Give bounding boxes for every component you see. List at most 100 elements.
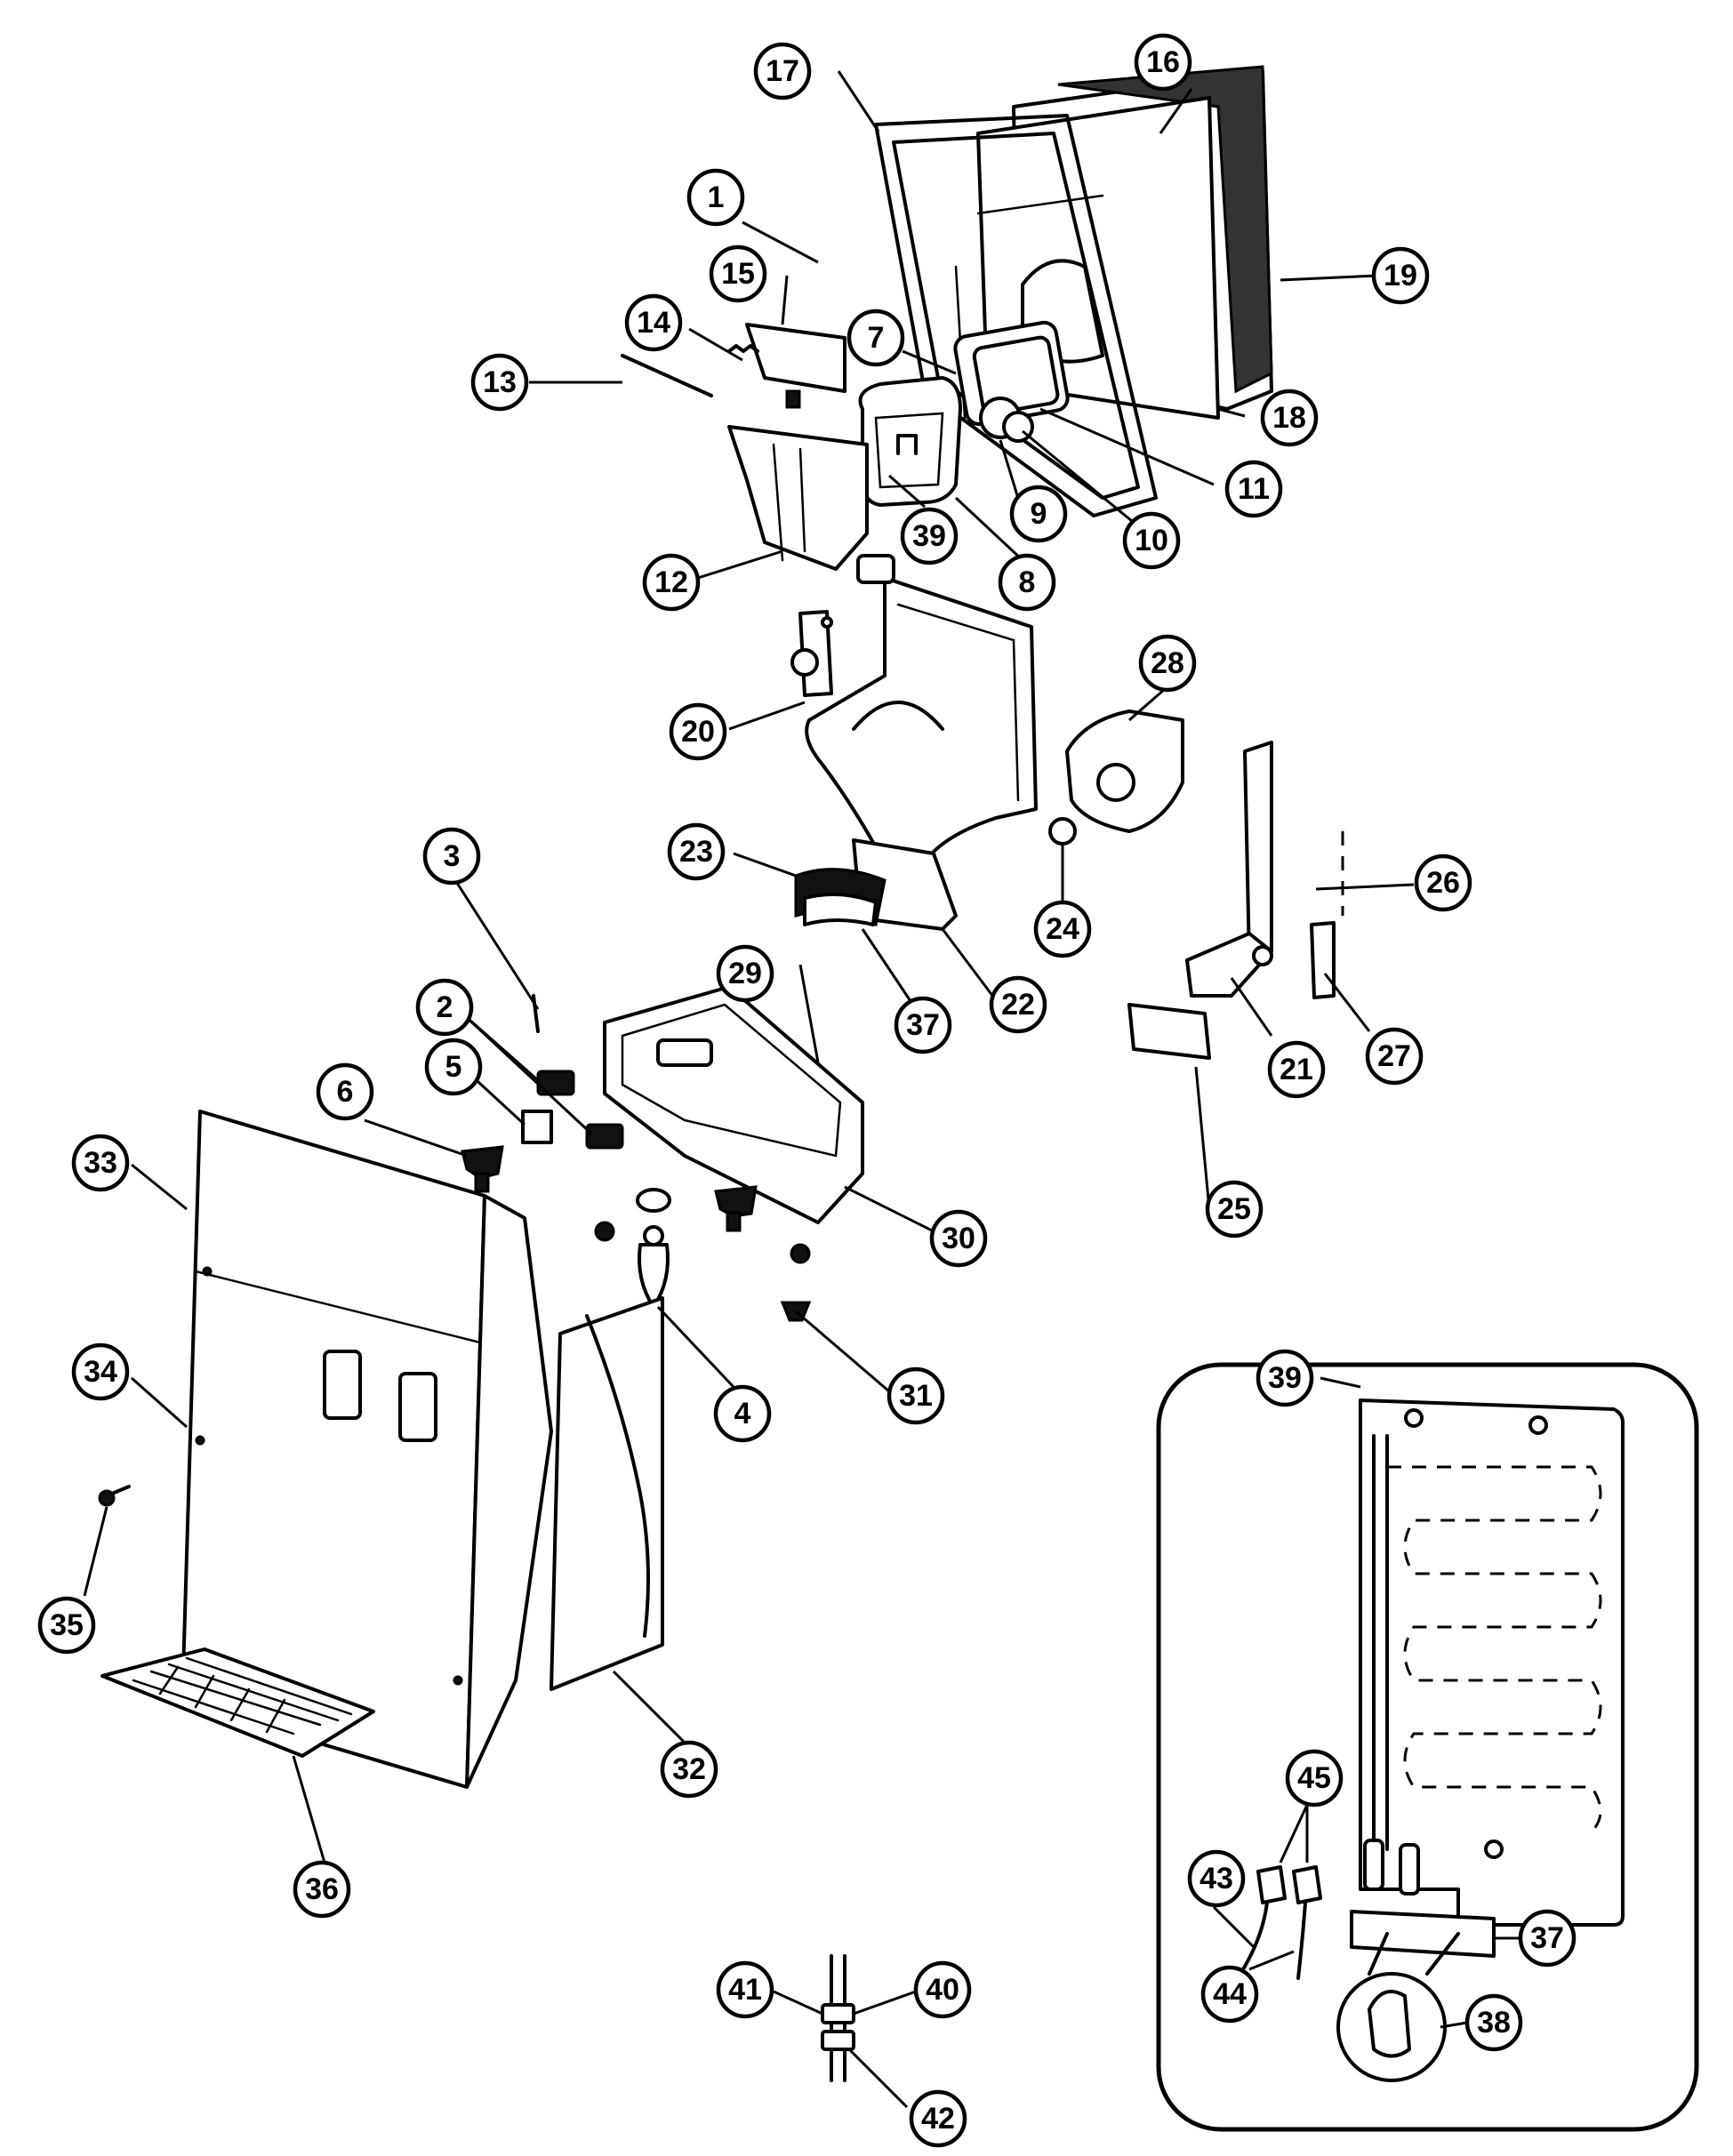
svg-text:20: 20 [681,715,715,749]
small-switches [461,994,758,1232]
callout-23: 23 [667,822,726,881]
ice-chute [805,554,1038,891]
callout-38: 38 [1464,1993,1523,2052]
callout-36: 36 [293,1860,351,1919]
ice-lever [1127,741,1344,1060]
water-fittings [821,1954,855,2082]
callout-33: 33 [71,1134,130,1192]
callout-10: 10 [1122,511,1181,570]
leader-7 [902,349,957,375]
svg-text:24: 24 [1046,912,1079,946]
callout-2: 2 [415,978,474,1037]
svg-text:32: 32 [672,1752,706,1786]
svg-text:25: 25 [1217,1192,1251,1226]
svg-text:9: 9 [1031,497,1047,531]
leader-2b [461,1012,593,1135]
leader-1 [742,220,819,264]
front-panel [181,1110,553,1789]
callout-1: 1 [686,168,745,227]
svg-text:37: 37 [1530,1921,1564,1955]
svg-text:3: 3 [444,839,461,873]
svg-text:17: 17 [766,54,799,88]
svg-text:29: 29 [728,957,762,990]
leader-lines [83,70,1520,2109]
callout-11: 11 [1224,460,1283,518]
cover-plate [858,376,962,507]
svg-text:15: 15 [721,257,755,291]
svg-text:27: 27 [1377,1039,1411,1073]
leader-8 [954,496,1024,562]
callout-4: 4 [713,1384,772,1443]
leader-30 [844,1185,935,1233]
svg-text:36: 36 [305,1872,339,1906]
svg-text:33: 33 [84,1146,117,1180]
svg-text:39: 39 [912,519,946,553]
leader-29 [798,964,820,1063]
callout-8: 8 [998,553,1056,612]
svg-text:16: 16 [1146,45,1180,79]
svg-text:23: 23 [679,835,713,869]
callout-32: 32 [660,1740,718,1799]
svg-text:2: 2 [437,990,453,1024]
callout-18: 18 [1260,389,1319,447]
leader-28 [1128,687,1166,722]
svg-text:28: 28 [1151,646,1184,680]
svg-text:19: 19 [1384,259,1417,293]
callouts: 17 16 1 19 15 14 7 13 18 11 9 39 10 12 8… [37,33,1577,2148]
svg-text:30: 30 [942,1222,975,1255]
callout-45: 45 [1285,1749,1344,1807]
lamp-and-nuts [594,1188,812,1322]
svg-text:41: 41 [728,1973,762,2007]
callout-15: 15 [709,244,767,303]
leader-16 [1159,88,1193,134]
svg-text:44: 44 [1213,1977,1247,2011]
leader-18 [1217,407,1246,418]
svg-text:39: 39 [1268,1361,1302,1395]
callout-22: 22 [989,975,1047,1034]
callout-21: 21 [1267,1040,1326,1099]
callout-30: 30 [929,1209,988,1268]
callout-7: 7 [846,309,905,367]
svg-text:42: 42 [921,2102,955,2136]
part-drawings [98,65,1699,2132]
leader-3 [453,879,540,1010]
svg-text:45: 45 [1297,1761,1331,1795]
leader-34 [131,1376,188,1429]
callout-31: 31 [887,1367,945,1425]
callout-37-left: 37 [894,996,952,1054]
svg-text:6: 6 [337,1075,354,1109]
svg-text:18: 18 [1272,401,1306,435]
duct-shroud [550,1296,664,1691]
callout-29: 29 [716,944,774,1003]
leader-25 [1194,1066,1211,1210]
callout-41: 41 [716,1960,774,2019]
callout-44: 44 [1200,1965,1259,2024]
callout-26: 26 [1414,854,1472,912]
svg-text:10: 10 [1135,524,1168,557]
callout-19: 19 [1371,246,1430,305]
leader-32 [612,1670,686,1744]
svg-text:38: 38 [1477,2006,1511,2040]
leader-14 [688,327,743,362]
svg-text:8: 8 [1019,565,1036,599]
leader-31 [795,1310,890,1393]
leader-26 [1315,883,1415,891]
svg-text:5: 5 [445,1050,462,1084]
callout-35: 35 [37,1596,96,1655]
callout-5: 5 [424,1038,483,1096]
leader-37-left [861,928,918,1010]
callout-28: 28 [1138,634,1197,693]
leader-10 [1022,429,1148,535]
callout-39-inset: 39 [1256,1349,1314,1407]
callout-20: 20 [669,702,727,761]
leader-27 [1323,973,1371,1032]
callout-14: 14 [624,293,683,352]
callout-27: 27 [1365,1027,1424,1086]
leader-6 [364,1118,468,1158]
leader-23 [733,852,797,878]
inset-detail [1156,1362,1699,2132]
callout-25: 25 [1205,1180,1264,1238]
leader-4 [656,1305,735,1389]
callout-43: 43 [1187,1849,1246,1908]
